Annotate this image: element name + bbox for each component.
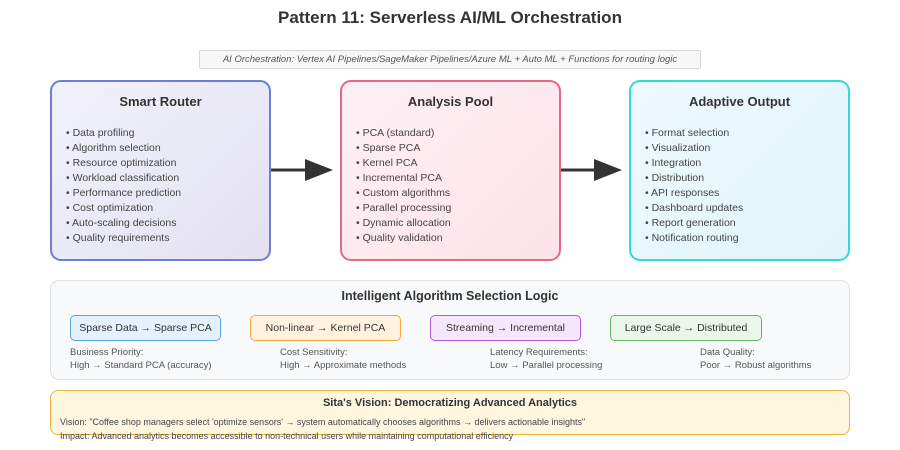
list-item: Quality validation xyxy=(356,231,451,246)
list-item: Algorithm selection xyxy=(66,141,181,156)
factor-value: Poor → Robust algorithms xyxy=(700,360,812,371)
list-item: Integration xyxy=(645,156,743,171)
algorithm-selection-panel: Intelligent Algorithm Selection Logic Sp… xyxy=(50,280,850,380)
algorithm-selection-title: Intelligent Algorithm Selection Logic xyxy=(341,289,559,303)
list-item: Auto-scaling decisions xyxy=(66,216,181,231)
rule-streaming: Streaming → Incremental xyxy=(430,315,581,341)
list-item: Report generation xyxy=(645,216,743,231)
list-item: Dynamic allocation xyxy=(356,216,451,231)
analysis-pool-title: Analysis Pool xyxy=(407,94,494,109)
list-item: Incremental PCA xyxy=(356,171,451,186)
list-item: Parallel processing xyxy=(356,201,452,216)
list-item: Dashboard updates xyxy=(645,201,744,216)
vision-title: Sita's Vision: Democratizing Advanced An… xyxy=(322,397,578,409)
vision-statement: Vision: "Coffee shop managers select 'op… xyxy=(60,417,586,427)
factor-latency-requirements: Latency Requirements: Low → Parallel pro… xyxy=(490,346,602,372)
factor-label: Data Quality: xyxy=(700,347,755,358)
factor-value: High → Standard PCA (accuracy) xyxy=(70,360,212,371)
list-item: Distribution xyxy=(645,171,743,186)
smart-router-list: Data profiling Algorithm selection Resou… xyxy=(66,126,181,246)
smart-router-title: Smart Router xyxy=(119,94,202,109)
analysis-pool-list: PCA (standard) Sparse PCA Kernel PCA Inc… xyxy=(356,126,452,246)
list-item: Data profiling xyxy=(66,126,181,141)
list-item: API responses xyxy=(645,186,743,201)
rule-non-linear: Non-linear → Kernel PCA xyxy=(250,315,401,341)
factor-business-priority: Business Priority: High → Standard PCA (… xyxy=(70,346,212,372)
factor-value: High → Approximate methods xyxy=(280,360,407,371)
factor-value: Low → Parallel processing xyxy=(490,360,603,371)
list-item: Quality requirements xyxy=(66,231,181,246)
rule-large-scale: Large Scale → Distributed xyxy=(610,315,762,341)
list-item: Kernel PCA xyxy=(356,156,451,171)
list-item: Workload classification xyxy=(66,171,181,186)
factor-data-quality: Data Quality: Poor → Robust algorithms xyxy=(700,346,811,372)
list-item: Sparse PCA xyxy=(356,141,451,156)
smart-router-box: Smart Router Data profiling Algorithm se… xyxy=(50,80,271,261)
list-item: PCA (standard) xyxy=(356,126,451,141)
vision-panel: Sita's Vision: Democratizing Advanced An… xyxy=(50,390,850,441)
list-item: Format selection xyxy=(645,126,743,141)
adaptive-output-list: Format selection Visualization Integrati… xyxy=(645,126,743,246)
impact-statement: Impact: Advanced analytics becomes acces… xyxy=(60,431,514,441)
orchestration-subtitle: AI Orchestration: Vertex AI Pipelines/Sa… xyxy=(199,50,701,69)
list-item: Performance prediction xyxy=(66,186,182,201)
factor-label: Latency Requirements: xyxy=(490,347,588,358)
factor-cost-sensitivity: Cost Sensitivity: High → Approximate met… xyxy=(280,346,406,372)
page-title: Pattern 11: Serverless AI/ML Orchestrati… xyxy=(278,8,622,27)
list-item: Cost optimization xyxy=(66,201,181,216)
factor-label: Cost Sensitivity: xyxy=(280,347,348,358)
analysis-pool-box: Analysis Pool PCA (standard) Sparse PCA … xyxy=(340,80,561,261)
adaptive-output-box: Adaptive Output Format selection Visuali… xyxy=(629,80,850,261)
adaptive-output-title: Adaptive Output xyxy=(688,94,791,109)
rule-sparse-data: Sparse Data → Sparse PCA xyxy=(70,315,221,341)
list-item: Visualization xyxy=(645,141,743,156)
pool-to-output-arrow-icon xyxy=(561,159,622,181)
list-item: Custom algorithms xyxy=(356,186,451,201)
list-item: Resource optimization xyxy=(66,156,181,171)
list-item: Notification routing xyxy=(645,231,743,246)
router-to-pool-arrow-icon xyxy=(271,159,333,181)
factor-label: Business Priority: xyxy=(70,347,144,358)
